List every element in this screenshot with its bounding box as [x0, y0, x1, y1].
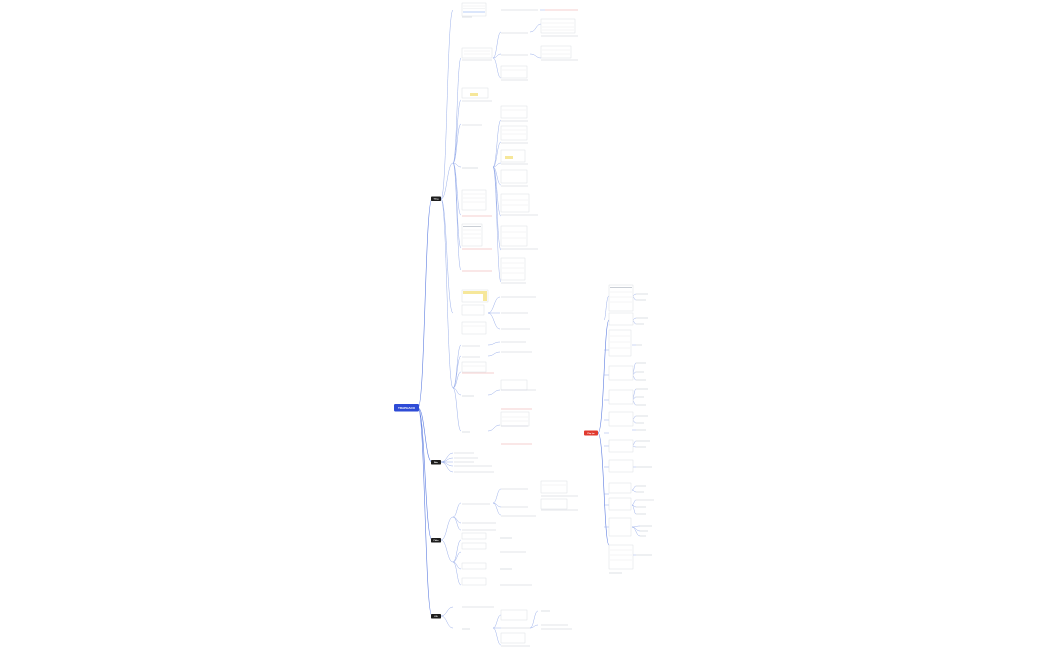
- thumbnail: [608, 517, 632, 537]
- thumbnail: [608, 459, 634, 473]
- thumbnail: [500, 257, 526, 281]
- thumbnail: [608, 544, 634, 570]
- hub-node[interactable]: Kết: [431, 614, 441, 619]
- thumbnail: [461, 304, 485, 316]
- thumbnail: [608, 389, 634, 405]
- hub4-edges: [440, 606, 539, 646]
- thumbnail: [608, 497, 632, 511]
- side-root-node[interactable]: Phụ lục: [584, 430, 598, 436]
- hub-node[interactable]: Báo: [431, 460, 441, 465]
- thumbnail: [608, 329, 632, 357]
- thumbnail: [500, 105, 528, 119]
- hub-label: Kết: [434, 615, 438, 618]
- thumbnail: [500, 632, 526, 644]
- thumbnail: [540, 45, 572, 59]
- thumbnail: [461, 321, 487, 335]
- hub-label: Tổng: [434, 198, 440, 201]
- thumbnail: [608, 365, 634, 381]
- thumbnail: [500, 169, 528, 184]
- thumbnail: [540, 498, 568, 510]
- hub2-edges: [440, 452, 454, 473]
- thumbnail: [500, 125, 528, 141]
- thumbnail: [461, 289, 489, 303]
- root-edges: [417, 198, 433, 617]
- thumbnail: [500, 379, 528, 391]
- root-title: TRAPHACO: [398, 406, 416, 410]
- thumbnail: [461, 47, 493, 59]
- side-root-title: Phụ lục: [587, 433, 595, 435]
- hub1-edges: [440, 9, 545, 432]
- side-edges: [597, 293, 641, 556]
- thumbnail: [461, 189, 487, 211]
- hub-node[interactable]: Phân: [431, 538, 441, 543]
- leaf-captions: [454, 9, 654, 647]
- hub-label: Phân: [434, 539, 440, 542]
- thumbnail: [461, 2, 487, 17]
- thumbnail: [608, 482, 632, 494]
- thumbnail: [500, 65, 528, 79]
- thumbnail: [461, 361, 487, 373]
- thumbnail: [608, 439, 634, 453]
- hub3-edges: [440, 488, 502, 586]
- thumbnail: [461, 542, 487, 550]
- thumbnail: [461, 562, 487, 570]
- hub-label: Báo: [434, 462, 439, 464]
- thumbnail: [500, 411, 530, 427]
- thumbnail: [500, 193, 530, 213]
- thumbnail: [500, 609, 528, 621]
- thumbnail: [461, 577, 487, 586]
- thumbnail: [608, 411, 634, 427]
- thumbnail: [500, 225, 528, 247]
- thumbnail: [608, 284, 634, 312]
- thumbnail-images: [461, 2, 634, 644]
- thumbnail: [540, 480, 568, 494]
- thumbnail: [461, 87, 489, 99]
- thumbnail: [608, 312, 634, 326]
- thumbnail: [461, 532, 487, 540]
- root-node[interactable]: TRAPHACO: [394, 404, 419, 412]
- thumbnail: [500, 149, 526, 163]
- thumbnail: [540, 18, 576, 34]
- hub-node[interactable]: Tổng: [431, 196, 441, 202]
- thumbnail: [461, 223, 483, 247]
